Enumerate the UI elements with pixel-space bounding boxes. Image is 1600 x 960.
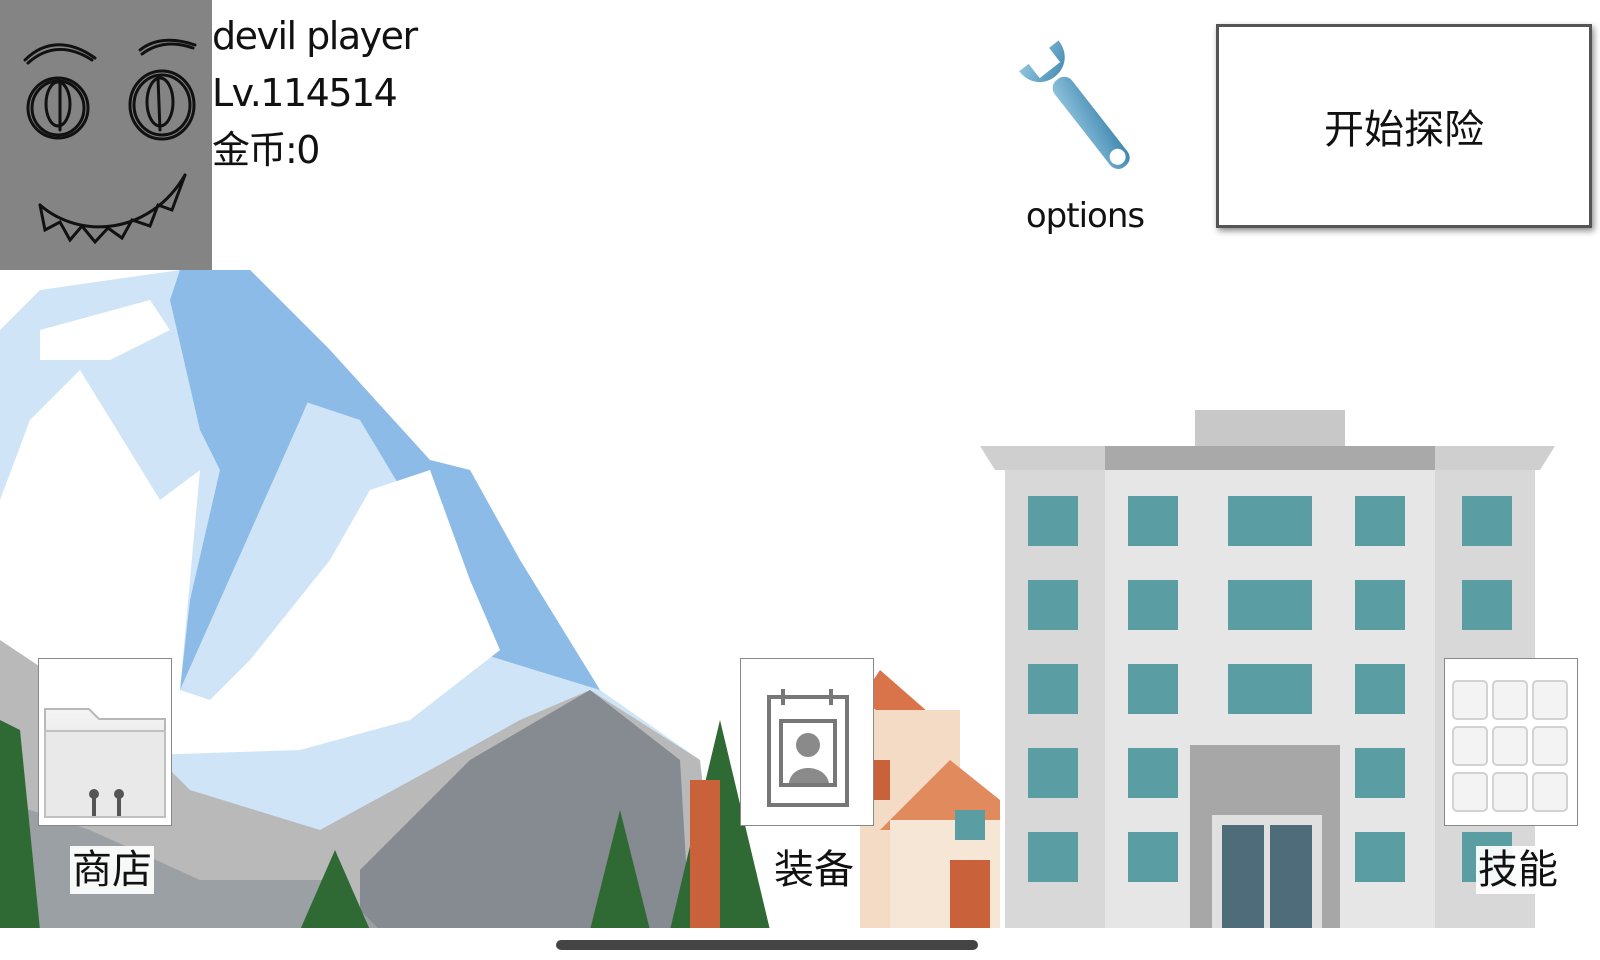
- houses: [690, 670, 1000, 930]
- building-window: [1128, 580, 1178, 630]
- player-name: devil player: [212, 14, 418, 58]
- building-window: [1028, 496, 1078, 546]
- id-badge-icon: [767, 689, 849, 807]
- snow-mountain: [0, 270, 720, 930]
- building-window: [1355, 832, 1405, 882]
- player-avatar[interactable]: [0, 0, 212, 270]
- grid-cell: [1452, 680, 1488, 720]
- grid-icon: [1452, 680, 1568, 812]
- shop-button[interactable]: [38, 658, 172, 826]
- skills-label[interactable]: 技能: [1476, 846, 1560, 894]
- options-button[interactable]: options: [1010, 30, 1160, 240]
- grid-cell: [1532, 772, 1568, 812]
- building-window: [1028, 580, 1078, 630]
- grid-cell: [1452, 726, 1488, 766]
- grid-cell: [1452, 772, 1488, 812]
- skills-button[interactable]: [1444, 658, 1578, 826]
- building-window: [1355, 580, 1405, 630]
- building-window: [1462, 496, 1512, 546]
- player-coins: 金币:0: [212, 128, 320, 172]
- building-window: [1355, 664, 1405, 714]
- equipment-button[interactable]: [740, 658, 874, 826]
- player-level: Lv.114514: [212, 71, 398, 115]
- building-window: [1028, 664, 1078, 714]
- grid-cell: [1492, 772, 1528, 812]
- grid-cell: [1532, 680, 1568, 720]
- shop-label[interactable]: 商店: [70, 846, 154, 894]
- player-info: devil player Lv.114514 金币:0: [212, 8, 418, 179]
- start-adventure-button[interactable]: 开始探险: [1216, 24, 1592, 228]
- building-window: [1228, 496, 1312, 546]
- office-building: [980, 410, 1555, 930]
- building-window: [1128, 748, 1178, 798]
- building-window: [1228, 580, 1312, 630]
- grid-cell: [1492, 726, 1528, 766]
- building-window: [1228, 664, 1312, 714]
- building-window: [1462, 580, 1512, 630]
- building-window: [1355, 496, 1405, 546]
- building-window: [1355, 748, 1405, 798]
- options-label: options: [1025, 196, 1145, 236]
- grid-cell: [1492, 680, 1528, 720]
- grid-cell: [1532, 726, 1568, 766]
- folder-icon: [44, 708, 166, 818]
- building-window: [1128, 664, 1178, 714]
- building-window: [1028, 748, 1078, 798]
- building-window: [1128, 832, 1178, 882]
- devil-face-icon: [23, 38, 197, 245]
- home-indicator[interactable]: [556, 940, 978, 950]
- building-window: [1128, 496, 1178, 546]
- equipment-label[interactable]: 装备: [772, 846, 856, 894]
- building-window: [1028, 832, 1078, 882]
- wrench-icon: [1019, 40, 1130, 169]
